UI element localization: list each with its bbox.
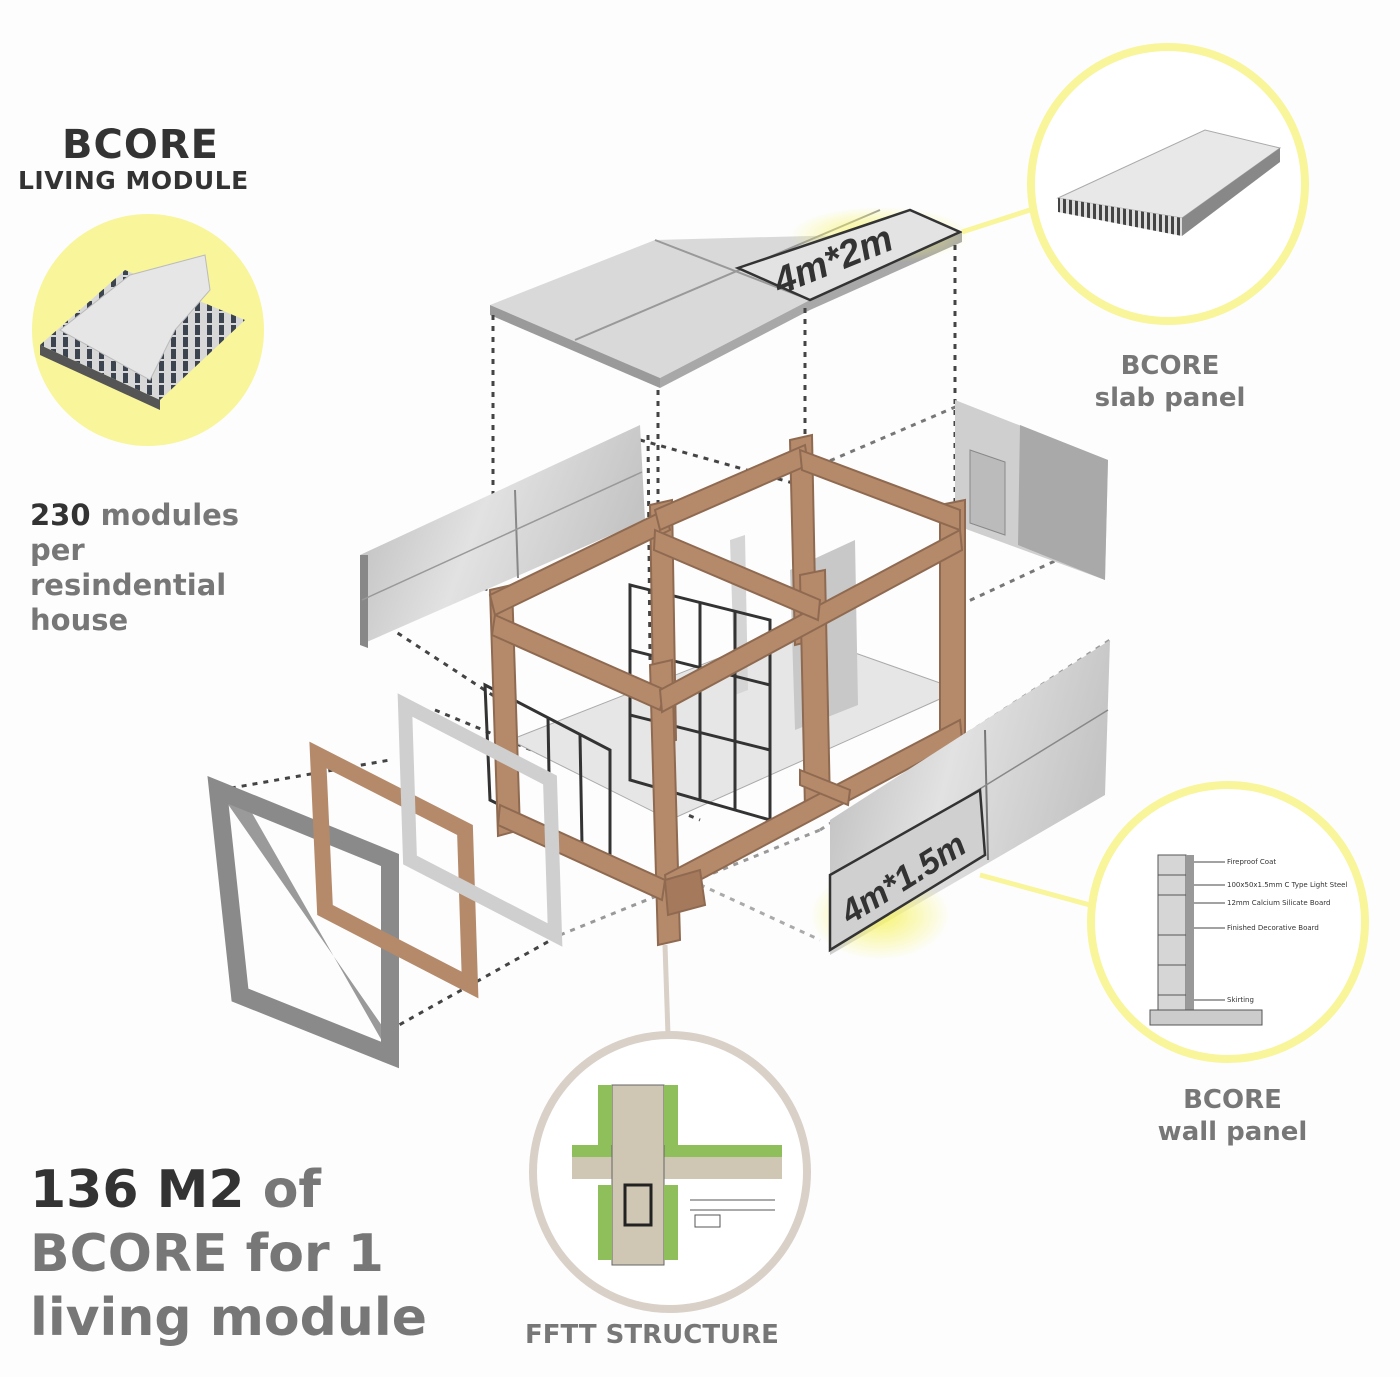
modules-line-2: per bbox=[30, 533, 85, 567]
page-subtitle: LIVING MODULE bbox=[18, 166, 249, 195]
wall-label-line-2: wall panel bbox=[1157, 1117, 1308, 1147]
modules-note: 230 modules per resindential house bbox=[30, 498, 239, 638]
slab-label-line-1: BCORE bbox=[1120, 351, 1220, 381]
callout-connectors bbox=[662, 207, 1091, 1036]
modules-unit: modules bbox=[100, 498, 240, 532]
area-line-3: living module bbox=[30, 1288, 427, 1348]
slab-label-line-2: slab panel bbox=[1094, 383, 1246, 413]
area-note: 136 M2 of BCORE for 1 living module bbox=[30, 1158, 427, 1350]
honeycomb-core-detail bbox=[32, 214, 264, 446]
front-right-wall-panel bbox=[810, 640, 1110, 960]
section-note-3: 12mm Calcium Silicate Board bbox=[1227, 899, 1330, 907]
page-title: BCORE bbox=[62, 122, 219, 168]
section-note-4: Finished Decorative Board bbox=[1227, 924, 1319, 932]
section-note-5: Skirting bbox=[1227, 996, 1254, 1004]
wall-panel-callout bbox=[1087, 781, 1369, 1063]
exploded-front-frames bbox=[207, 693, 563, 1069]
timber-frame bbox=[488, 433, 966, 947]
wall-panel-label: BCORE wall panel bbox=[1145, 1084, 1320, 1148]
fftt-structure-callout bbox=[529, 1031, 811, 1313]
section-note-1: Fireproof Coat bbox=[1227, 858, 1276, 866]
modules-count: 230 bbox=[30, 498, 91, 532]
area-of: of bbox=[262, 1160, 322, 1220]
modules-line-3: resindential bbox=[30, 568, 227, 602]
section-note-2: 100x50x1.5mm C Type Light Steel bbox=[1227, 881, 1347, 889]
wall-label-line-1: BCORE bbox=[1183, 1085, 1282, 1115]
modules-line-4: house bbox=[30, 603, 129, 637]
roof-slab-panel bbox=[490, 207, 970, 388]
left-wall-panel bbox=[360, 425, 645, 648]
slab-panel-label: BCORE slab panel bbox=[1085, 350, 1255, 414]
area-value: 136 M2 bbox=[30, 1160, 245, 1220]
area-line-2: BCORE for 1 bbox=[30, 1224, 384, 1284]
slab-panel-callout bbox=[1027, 43, 1309, 325]
right-wall-with-door bbox=[955, 400, 1108, 580]
fftt-structure-label: FFTT STRUCTURE bbox=[525, 1320, 779, 1350]
